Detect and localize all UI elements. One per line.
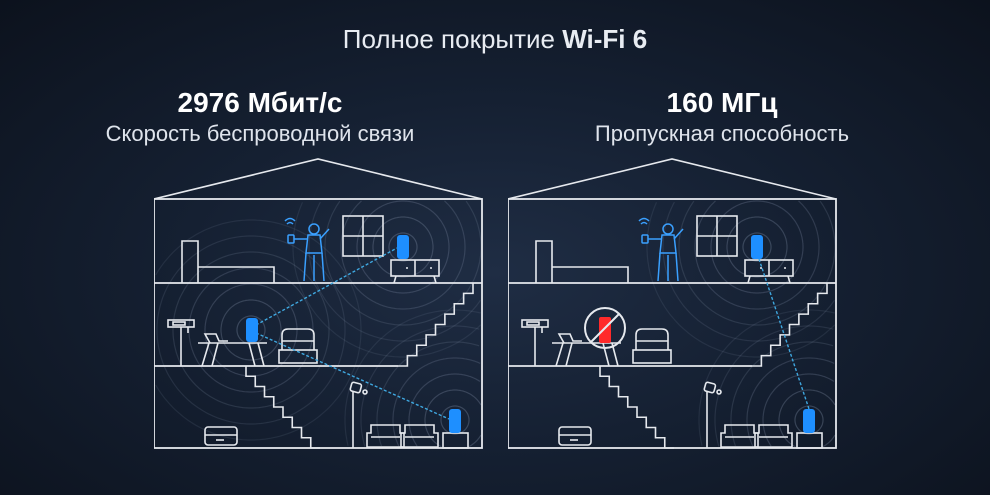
bandwidth-label: Пропускная способность — [594, 121, 850, 146]
sign-icon — [521, 319, 549, 366]
connection-line — [758, 258, 810, 410]
robot-vacuum-icon — [278, 328, 318, 364]
upper-staircase — [752, 283, 828, 367]
connection-line — [255, 332, 450, 420]
printer-icon — [204, 426, 238, 446]
window-icon — [696, 215, 738, 257]
house-outline — [508, 158, 837, 449]
router-icon — [397, 235, 409, 259]
router-icon — [449, 409, 461, 433]
signal-waves — [344, 309, 482, 448]
sofa-icon — [720, 424, 793, 448]
desk-icon — [552, 333, 621, 367]
router-icon — [751, 235, 763, 259]
house-illustration-mesh — [154, 158, 483, 449]
house-illustration-blocked — [508, 158, 837, 449]
cabinet-icon — [390, 259, 440, 284]
printer-icon — [558, 426, 592, 446]
router-icon — [246, 318, 258, 342]
bed-icon — [181, 240, 275, 283]
blocked-router-icon — [584, 307, 626, 349]
house-outline — [154, 158, 483, 449]
window-icon — [342, 215, 384, 257]
robot-vacuum-icon — [632, 328, 672, 364]
title-highlight: Wi-Fi 6 — [562, 24, 648, 54]
sofa-icon — [366, 424, 439, 448]
page-title: Полное покрытие Wi-Fi 6 — [0, 24, 990, 55]
router-icon — [803, 409, 815, 433]
sign-icon — [167, 319, 195, 366]
cabinet-icon — [744, 259, 794, 284]
bandwidth-value: 160 МГц — [666, 87, 778, 118]
lower-staircase — [599, 366, 674, 449]
lower-staircase — [245, 366, 320, 449]
person-icon — [638, 217, 684, 282]
speed-value: 2976 Мбит/с — [177, 87, 343, 118]
person-icon — [284, 217, 330, 282]
speed-stat: 2976 Мбит/с Скорость беспроводной связи — [50, 86, 470, 148]
bandwidth-stat: 160 МГц Пропускная способность — [512, 86, 932, 148]
speed-label: Скорость беспроводной связи — [105, 121, 415, 146]
upper-staircase — [398, 283, 474, 367]
desk-icon — [198, 333, 267, 367]
nightstand-icon — [442, 432, 469, 449]
bed-icon — [535, 240, 629, 283]
nightstand-icon — [796, 432, 823, 449]
signal-waves — [646, 200, 836, 358]
floor-lamp-icon — [349, 381, 368, 448]
title-text: Полное покрытие — [342, 24, 563, 54]
floor-lamp-icon — [703, 381, 722, 448]
connection-line — [255, 247, 398, 326]
